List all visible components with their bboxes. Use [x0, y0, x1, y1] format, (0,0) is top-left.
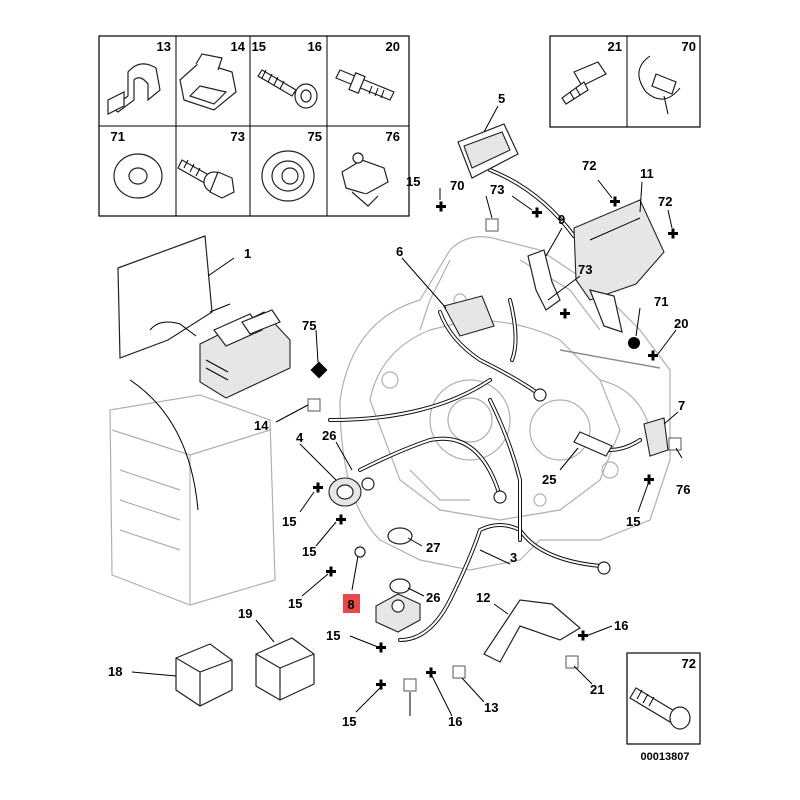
callout-11: 11 [640, 166, 654, 181]
cable-tie-icon [638, 55, 681, 115]
cross-marker [313, 482, 323, 493]
cross-marker [532, 207, 542, 218]
callout-15: 15 [342, 714, 356, 729]
fixing-markers [307, 196, 682, 692]
legend-label-73: 73 [231, 129, 245, 144]
hex-bolt-icon [177, 159, 235, 199]
callout-14: 14 [254, 418, 269, 433]
callout-12: 12 [476, 590, 490, 605]
spring-clip-icon [179, 53, 237, 111]
callout-16: 16 [614, 618, 628, 633]
callout-76: 76 [676, 482, 690, 497]
callout-73: 73 [578, 262, 592, 277]
legend-label-16: 16 [308, 39, 322, 54]
callout-15: 15 [282, 514, 296, 529]
legend-label-15: 15 [252, 39, 266, 54]
callout-26: 26 [322, 428, 336, 443]
callout-71: 71 [654, 294, 668, 309]
callout-21: 21 [590, 682, 604, 697]
callout-4: 4 [296, 430, 304, 445]
legend-label-71: 71 [111, 129, 125, 144]
callout-73: 73 [490, 182, 504, 197]
legend-grid-right: 21 70 [549, 35, 701, 128]
callout-5: 5 [498, 91, 505, 106]
battery-tray-outline [109, 394, 276, 606]
callout-72: 72 [658, 194, 672, 209]
cross-marker [326, 566, 336, 577]
pipe-clamp-icon [107, 63, 161, 115]
callout-15: 15 [302, 544, 316, 559]
bolt-72-icon [629, 687, 691, 730]
callout-70: 70 [450, 178, 464, 193]
callout-3: 3 [510, 550, 517, 565]
callout-26: 26 [426, 590, 440, 605]
legend-label-13: 13 [157, 39, 171, 54]
washer-icon [113, 153, 163, 199]
callout-1: 1 [244, 246, 251, 261]
legend-label-21: 21 [608, 39, 622, 54]
square-marker [668, 437, 682, 451]
leader-lines [131, 105, 683, 717]
grommet-icon [261, 150, 315, 202]
callout-19: 19 [238, 606, 252, 621]
components [175, 123, 669, 707]
legend-box-72: 72 [626, 652, 701, 745]
reference-code: 00013807 [641, 751, 690, 763]
callout-72: 72 [582, 158, 596, 173]
square-marker [307, 398, 321, 412]
legend-label-76: 76 [386, 129, 400, 144]
callout-20: 20 [674, 316, 688, 331]
cross-marker [560, 308, 570, 319]
legend-label-70: 70 [682, 39, 696, 54]
cross-marker [436, 201, 446, 212]
square-marker [485, 218, 499, 232]
cross-marker [426, 667, 436, 678]
legend-label-75: 75 [308, 129, 322, 144]
square-marker [565, 655, 579, 669]
callout-7: 7 [678, 398, 685, 413]
cross-marker [610, 196, 620, 207]
legend-grid-left: 13 14 15 16 20 71 73 75 76 [98, 35, 410, 217]
cross-marker [648, 350, 658, 361]
ecu-module [117, 235, 291, 511]
cross-marker [578, 630, 588, 641]
cross-marker [644, 474, 654, 485]
square-marker [452, 665, 466, 679]
callout-13: 13 [484, 700, 498, 715]
callout-16: 16 [448, 714, 462, 729]
cross-marker [376, 642, 386, 653]
cross-marker [336, 514, 346, 525]
callout-18: 18 [108, 664, 122, 679]
stud-with-nut-icon [257, 69, 318, 109]
callout-6: 6 [396, 244, 403, 259]
callout-27: 27 [426, 540, 440, 555]
callout-15: 15 [626, 514, 640, 529]
callout-25: 25 [542, 472, 556, 487]
callout-15: 15 [406, 174, 420, 189]
callout-15: 15 [326, 628, 340, 643]
push-rivet-icon [561, 61, 607, 105]
legend-label-14: 14 [231, 39, 246, 54]
cross-marker [668, 228, 678, 239]
threaded-stud-icon [335, 69, 395, 101]
callout-8-highlight [343, 594, 360, 613]
callout-9: 9 [558, 212, 565, 227]
legend-label-72: 72 [682, 656, 696, 671]
legend-label-20: 20 [386, 39, 400, 54]
harness-clip-icon [341, 152, 389, 207]
callout-8: 8 [347, 597, 354, 612]
square-marker [403, 678, 417, 692]
callout-75: 75 [302, 318, 316, 333]
cross-marker [376, 679, 386, 690]
callout-labels: 1 3 4 5 6 7 8 9 11 12 13 14 15 15 15 15 … [108, 91, 690, 729]
callout-15: 15 [288, 596, 302, 611]
